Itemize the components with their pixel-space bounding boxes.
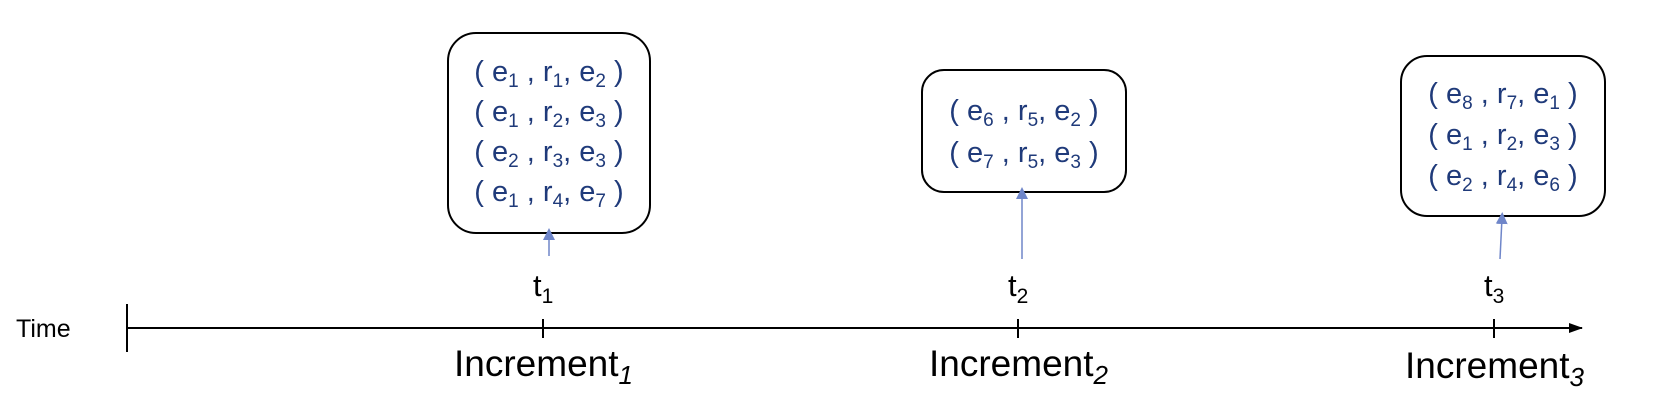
pointer-arrow	[1495, 212, 1508, 260]
axis-label: Time	[16, 315, 71, 343]
fact-row: ( e1 , r4, e7 )	[474, 176, 623, 212]
time-tick-label: t1	[533, 268, 553, 308]
increment-label: Increment3	[1405, 345, 1585, 392]
fact-row: ( e1 , r2, e3 )	[1428, 119, 1577, 155]
increment-2: ( e6 , r5, e2 ) ( e7 , r5, e3 ) t2 Incre…	[921, 69, 1127, 390]
fact-row: ( e7 , r5, e3 )	[949, 137, 1098, 173]
fact-row: ( e1 , r2, e3 )	[474, 96, 623, 132]
time-tick-label: t2	[1008, 268, 1028, 308]
fact-row: ( e2 , r3, e3 )	[474, 136, 623, 172]
time-axis: Time	[16, 304, 1583, 352]
increment-3: ( e8 , r7, e1 ) ( e1 , r2, e3 ) ( e2 , r…	[1400, 55, 1606, 392]
fact-box-2	[921, 69, 1127, 193]
fact-row: ( e1 , r1, e2 )	[474, 56, 623, 92]
fact-row: ( e2 , r4, e6 )	[1428, 160, 1577, 196]
fact-row: ( e6 , r5, e2 )	[949, 95, 1098, 131]
increment-label: Increment2	[929, 343, 1109, 390]
increment-1: ( e1 , r1, e2 ) ( e1 , r2, e3 ) ( e2 , r…	[447, 32, 651, 390]
fact-row: ( e8 , r7, e1 )	[1428, 78, 1577, 114]
time-tick-label: t3	[1484, 268, 1504, 308]
increment-label: Increment1	[454, 343, 633, 390]
